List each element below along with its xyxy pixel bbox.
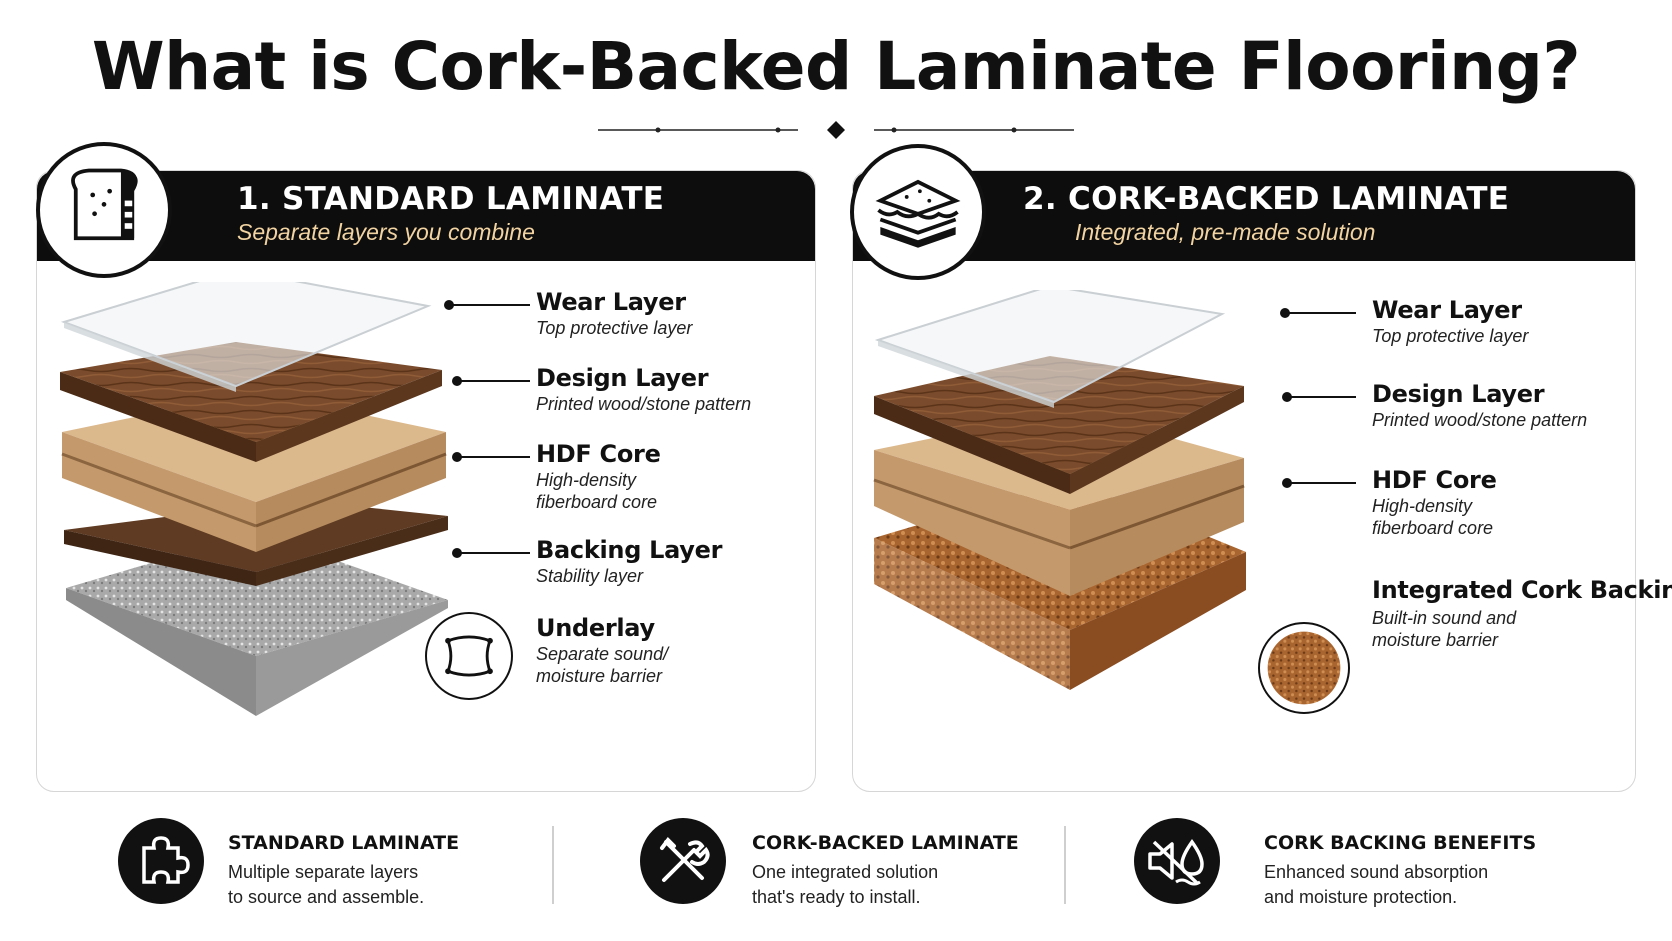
panel-subtitle: Integrated, pre-made solution xyxy=(1075,219,1376,245)
cork-layer-stack xyxy=(873,290,1246,690)
sandwich-icon xyxy=(850,144,986,280)
puzzle-icon xyxy=(118,818,204,904)
wear-layer xyxy=(60,282,432,392)
footer-separator xyxy=(1064,826,1066,904)
sound-water-icon xyxy=(1134,818,1220,904)
pillow-icon xyxy=(425,612,513,700)
panel-title: 1. STANDARD LAMINATE xyxy=(237,181,665,217)
title-divider xyxy=(598,121,1074,139)
design-layer xyxy=(60,342,442,462)
design-layer xyxy=(874,356,1244,494)
panel-subtitle: Separate layers you combine xyxy=(237,219,535,245)
bread-icon xyxy=(36,142,172,278)
footer-separator xyxy=(552,826,554,904)
wear-layer xyxy=(874,290,1226,408)
cork-sample-icon xyxy=(1258,622,1350,714)
page-title: What is Cork-Backed Laminate Flooring? xyxy=(91,28,1581,105)
panel-title: 2. CORK-BACKED LAMINATE xyxy=(1023,181,1510,217)
tools-icon xyxy=(640,818,726,904)
standard-layer-stack xyxy=(60,282,448,716)
